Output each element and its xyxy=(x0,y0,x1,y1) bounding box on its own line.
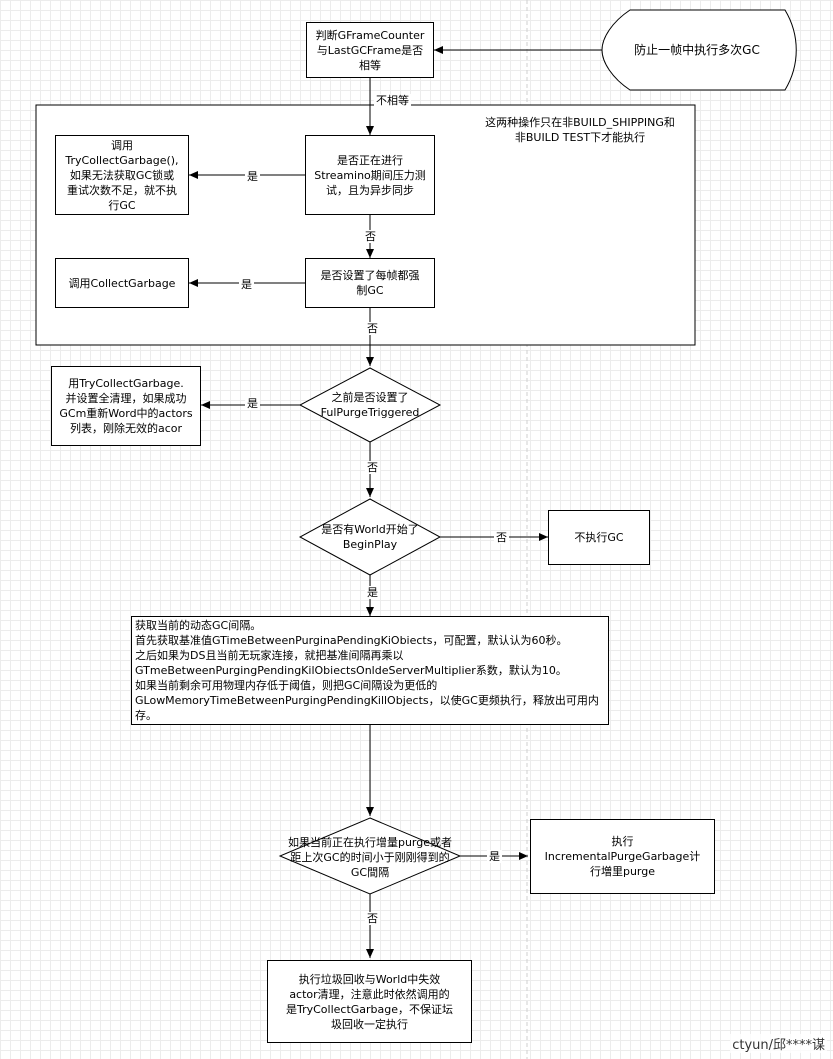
edge-label-no-streaming: 否 xyxy=(363,230,378,243)
edge-label-yes-world: 是 xyxy=(365,586,380,599)
edge-label-no-full: 否 xyxy=(365,461,380,474)
edge-label-yes-incr: 是 xyxy=(487,850,502,863)
node-incremental-check: 如果当前正在执行增量purge或者 距上次GC的时间小于刚刚得到的 GC間隔 xyxy=(287,835,453,879)
edge-label-no-incr: 否 xyxy=(365,912,380,925)
edge-label-yes-force: 是 xyxy=(239,278,254,291)
node-full-purge: 之前是否设置了 FulPurgeTriggered xyxy=(320,391,420,419)
node-world-begin: 是否有World开始了 BeginPlay xyxy=(321,523,419,551)
node-try-collect-full: 用TryCollectGarbage. 并设置全清理，如果成功 GCm重新Wor… xyxy=(51,366,201,446)
node-force-gc: 是否设置了每帧都强 制GC xyxy=(305,258,435,308)
node-check-frame: 判断GFrameCounter 与LastGCFrame是否 相等 xyxy=(306,22,434,78)
watermark: ctyun/邱****谋 xyxy=(730,1034,827,1053)
container-note: 这两种操作只在非BUILD_SHIPPING和 非BUILD TEST下才能执行 xyxy=(485,116,675,144)
edge-label-yes-streaming: 是 xyxy=(245,170,260,183)
edge-label-no-world: 否 xyxy=(494,531,509,544)
edge-label-no-force: 否 xyxy=(365,322,380,335)
node-no-gc: 不执行GC xyxy=(548,510,650,565)
node-prevent-multi-gc: 防止一帧中执行多次GC xyxy=(634,42,760,57)
display-shape xyxy=(601,9,797,91)
node-try-collect-1: 调用 TryCollectGarbage(), 如果无法获取GC锁或 重试次数不… xyxy=(55,135,189,215)
node-streaming-test: 是否正在进行 Streamino期间压力测 试，且为异步同步 xyxy=(305,135,435,215)
node-incremental-purge: 执行 IncrementalPurgeGarbage计 行増里purge xyxy=(530,819,715,894)
node-collect-garbage: 调用CollectGarbage xyxy=(55,258,189,308)
node-final-gc: 执行垃圾回收与World中失效 actor清理，注意此时依然调用的 是TryCo… xyxy=(267,960,472,1043)
node-dynamic-interval: 获取当前的动态GC间隔。 首先获取基准值GTimeBetweenPurginaP… xyxy=(131,616,609,725)
edge-label-not-equal: 不相等 xyxy=(374,94,411,107)
edge-label-yes-full: 是 xyxy=(245,397,260,410)
